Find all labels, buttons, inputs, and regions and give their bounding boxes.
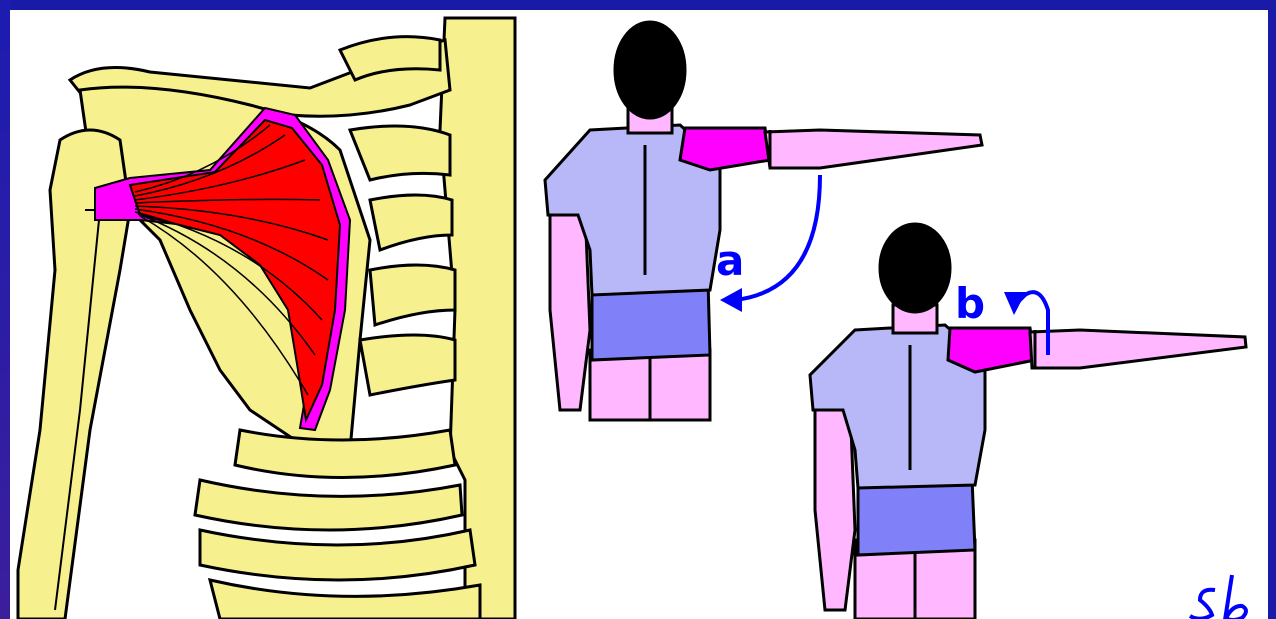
figure-b bbox=[810, 224, 1246, 619]
figure-a-raised-arm bbox=[765, 130, 982, 168]
arrow-a-head bbox=[720, 288, 742, 312]
arrow-b-head bbox=[1004, 292, 1026, 315]
frame-border-top bbox=[0, 0, 1276, 10]
figure-a-shoulder bbox=[680, 128, 770, 170]
label-a: a bbox=[716, 236, 744, 285]
artist-signature bbox=[1190, 575, 1246, 619]
figure-b-head bbox=[880, 224, 950, 312]
figure-b-raised-arm bbox=[1030, 330, 1246, 368]
figure-a-left-arm bbox=[550, 208, 590, 410]
arrow-a bbox=[735, 175, 820, 300]
movement-panel: a b bbox=[520, 10, 1260, 619]
frame-border-right bbox=[1268, 0, 1276, 619]
figure-b-shoulder bbox=[948, 328, 1035, 372]
frame-border-left bbox=[0, 0, 10, 619]
figure-a-head bbox=[615, 22, 685, 118]
label-b: b bbox=[955, 279, 985, 328]
sternum bbox=[440, 18, 515, 619]
skeleton-panel bbox=[10, 10, 520, 619]
figure-b-shorts bbox=[858, 478, 975, 555]
